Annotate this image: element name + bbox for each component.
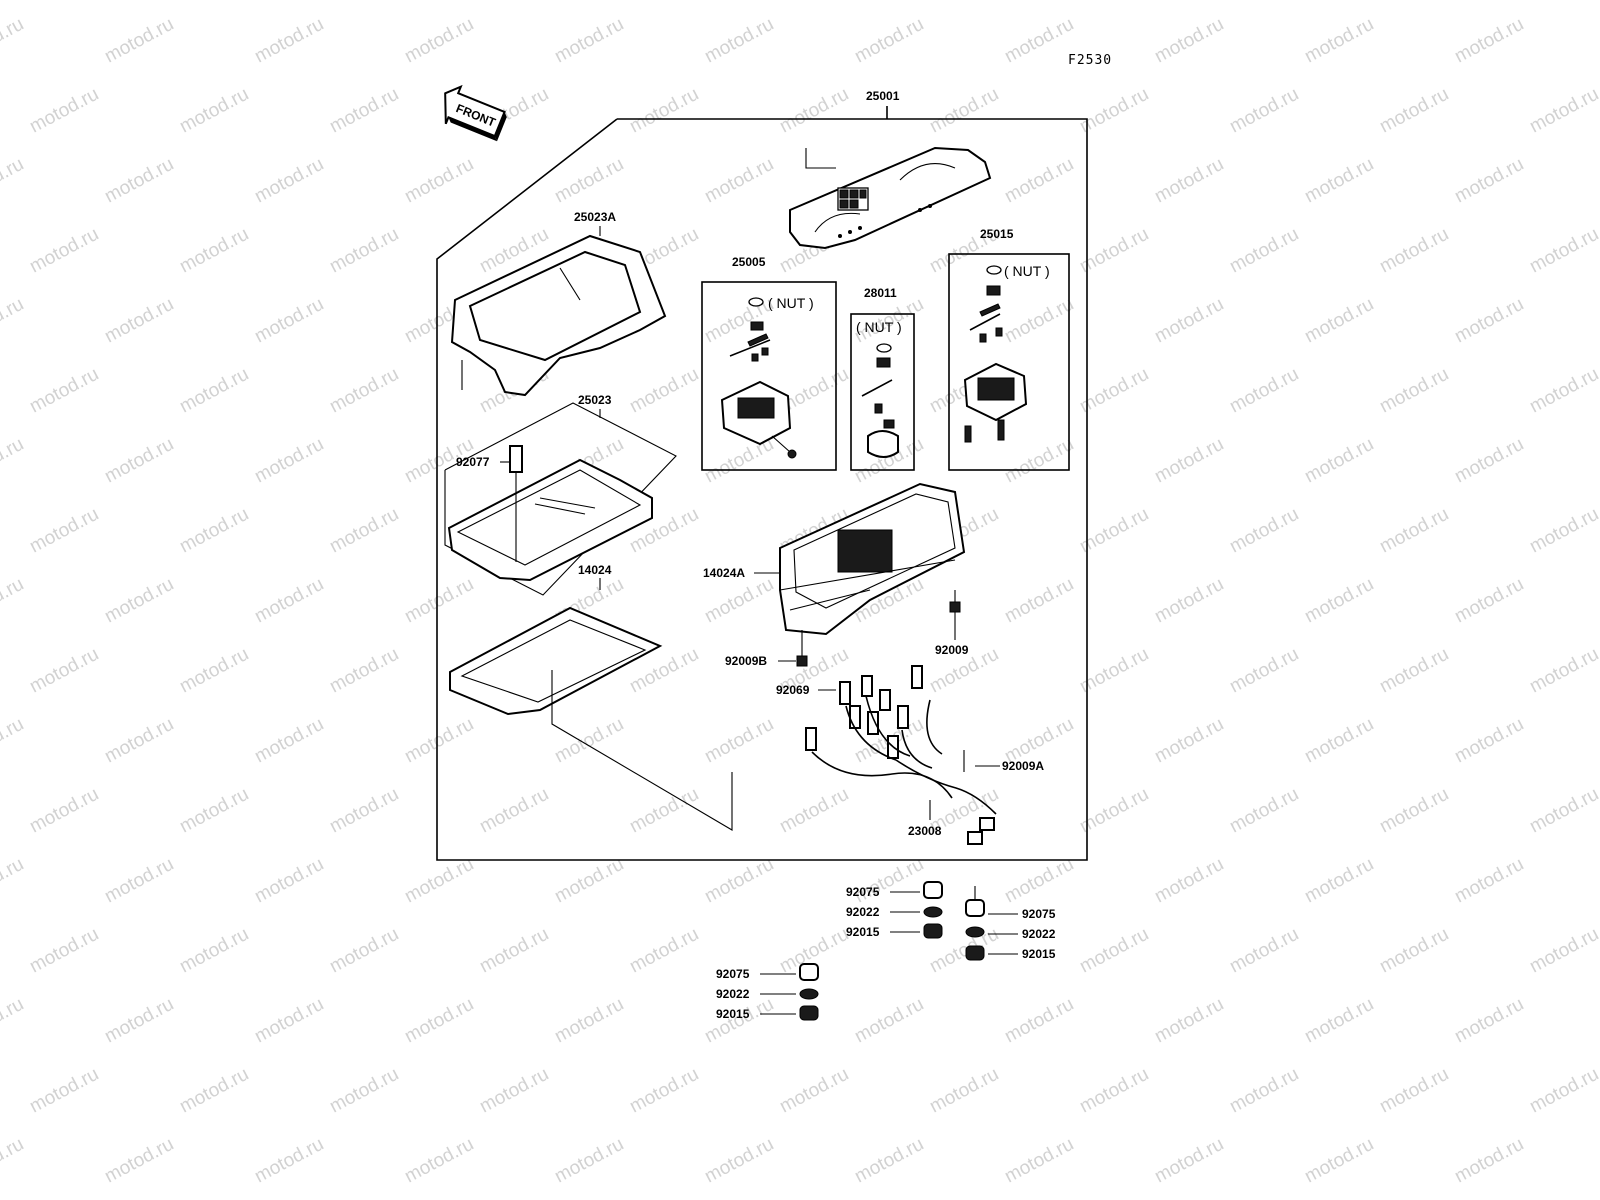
- label-g2-92015: 92015: [1022, 947, 1056, 961]
- fuel-gauge-28011: [861, 343, 899, 458]
- speedometer-unit-25005: [720, 297, 797, 459]
- nut-label-28011: ( NUT ): [856, 319, 902, 335]
- label-g3-92015: 92015: [716, 1007, 750, 1021]
- label-25023: 25023: [578, 393, 612, 407]
- label-14024: 14024: [578, 563, 612, 577]
- label-92069: 92069: [776, 683, 810, 697]
- label-92009B: 92009B: [725, 654, 767, 668]
- label-14024A: 14024A: [703, 566, 745, 580]
- label-25023A: 25023A: [574, 210, 616, 224]
- nut-label-25015: ( NUT ): [1004, 263, 1050, 279]
- hardware-group-2: 92075 92022 92015: [965, 886, 1056, 961]
- hardware-group-3: 92075 92022 92015: [716, 963, 819, 1021]
- meter-lens-25023: [447, 458, 653, 582]
- screw-92009B: [796, 630, 808, 667]
- hardware-group-1: 92075 92022 92015: [846, 881, 943, 939]
- label-g2-92075: 92075: [1022, 907, 1056, 921]
- screw-92009: [949, 590, 961, 613]
- assembly-outline: [436, 106, 1088, 861]
- label-g1-92075: 92075: [846, 885, 880, 899]
- meter-cover-25023A: [450, 234, 667, 397]
- meter-face-plate: [789, 146, 992, 250]
- label-92077: 92077: [456, 455, 490, 469]
- gasket-14024: [449, 606, 663, 716]
- label-28011: 28011: [864, 286, 897, 300]
- diagram-code: F2530: [1068, 53, 1112, 68]
- label-g3-92022: 92022: [716, 987, 750, 1001]
- label-23008: 23008: [908, 824, 942, 838]
- label-g1-92022: 92022: [846, 905, 880, 919]
- grommet-92077: [509, 445, 523, 562]
- wiring-harness-23008: [805, 665, 997, 845]
- label-92009A: 92009A: [1002, 759, 1044, 773]
- label-g2-92022: 92022: [1022, 927, 1056, 941]
- front-arrow-icon: FRONT: [444, 84, 507, 142]
- nut-label-25005: ( NUT ): [768, 295, 814, 311]
- label-92009: 92009: [935, 643, 969, 657]
- label-25001: 25001: [866, 89, 900, 103]
- label-g1-92015: 92015: [846, 925, 880, 939]
- meter-case-14024A: [779, 482, 966, 636]
- label-25015: 25015: [980, 227, 1014, 241]
- tachometer-unit-25015: [963, 265, 1028, 443]
- label-g3-92075: 92075: [716, 967, 750, 981]
- label-25005: 25005: [732, 255, 766, 269]
